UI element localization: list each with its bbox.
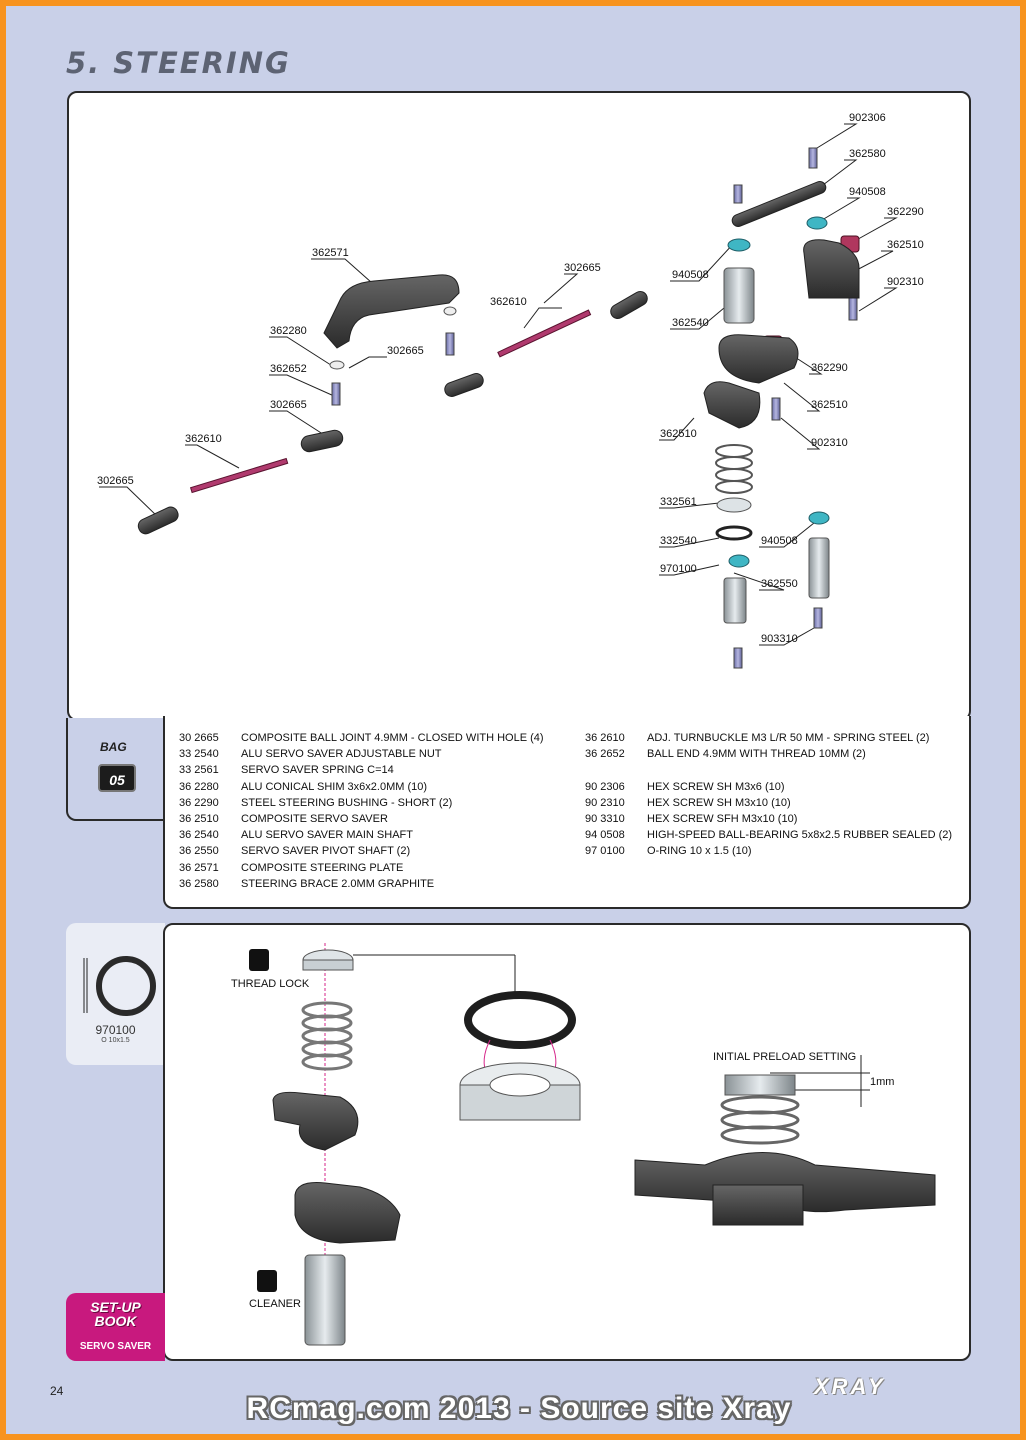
watermark: RCmag.com 2013 - Source site Xray	[246, 1392, 792, 1425]
callout-302665: 302665	[270, 399, 307, 411]
callout-902310: 902310	[887, 276, 924, 288]
page-number: 24	[50, 1384, 64, 1398]
callout-940508: 940508	[672, 269, 709, 281]
cleaner-label: CLEANER	[249, 1298, 301, 1310]
callout-332540: 332540	[660, 535, 697, 547]
servo-saver-detail-diagram: THREAD LOCK CLEANER	[231, 943, 936, 1346]
callout-940508: 940508	[761, 535, 798, 547]
setup-book-subtitle: SERVO SAVER	[79, 1341, 152, 1352]
section-title: 5. STEERING	[66, 46, 291, 80]
servo-saver-detail-panel: THREAD LOCK CLEANER	[163, 923, 971, 1361]
callout-362610: 362610	[490, 296, 527, 308]
callout-362510: 362510	[811, 399, 848, 411]
callout-903310: 903310	[761, 633, 798, 645]
exploded-diagram: 902306 362580 940508 362290 362510 90231…	[97, 112, 924, 669]
callout-362290: 362290	[887, 206, 924, 218]
thread-lock-label: THREAD LOCK	[231, 978, 310, 990]
callout-362540: 362540	[672, 317, 709, 329]
oring-size: O 10x1.5	[101, 1037, 130, 1044]
preload-label: INITIAL PRELOAD SETTING	[713, 1051, 856, 1063]
callout-302665: 302665	[387, 345, 424, 357]
callout-362290: 362290	[811, 362, 848, 374]
brand-logo: XRAY	[814, 1374, 886, 1399]
oring-icon	[83, 956, 156, 1016]
cleaner-icon	[257, 1270, 277, 1292]
callout-332561: 332561	[660, 496, 697, 508]
callout-362610: 362610	[185, 433, 222, 445]
callout-302665: 302665	[564, 262, 601, 274]
bag-label: BAG	[100, 740, 127, 754]
callout-362571: 362571	[312, 247, 349, 259]
preload-gap: 1mm	[870, 1076, 894, 1088]
oring-tab: 970100 O 10x1.5	[66, 923, 165, 1065]
callout-362550: 362550	[761, 578, 798, 590]
callout-970100: 970100	[660, 563, 697, 575]
oring-part-number: 970100	[95, 1023, 136, 1037]
callout-362652: 362652	[270, 363, 307, 375]
callout-362280: 362280	[270, 325, 307, 337]
callout-362510: 362510	[660, 428, 697, 440]
callout-902306: 902306	[849, 112, 886, 124]
callout-902310: 902310	[811, 437, 848, 449]
callout-362580: 362580	[849, 148, 886, 160]
callout-362510: 362510	[887, 239, 924, 251]
callout-940508: 940508	[849, 186, 886, 198]
bag-tab: BAG 05	[66, 718, 165, 821]
exploded-diagram-panel: 902306 362580 940508 362290 362510 90231…	[67, 91, 971, 721]
list-spacer	[585, 762, 952, 778]
thread-lock-icon	[249, 949, 269, 971]
callout-302665: 302665	[97, 475, 134, 487]
bag-number: 05	[98, 764, 136, 792]
